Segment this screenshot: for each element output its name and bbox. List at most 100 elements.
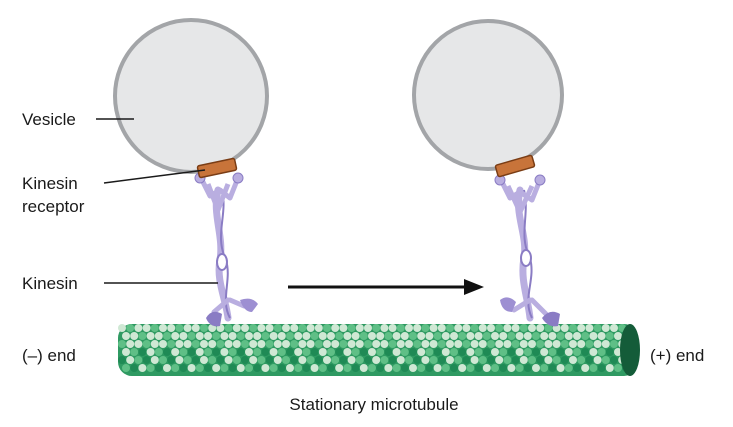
tubulin-dimer [351, 332, 360, 340]
tubulin-dimer [343, 348, 352, 356]
tubulin-dimer [163, 332, 171, 340]
tubulin-dimer [343, 364, 352, 372]
tubulin-dimer [503, 356, 512, 364]
tubulin-dimer [466, 332, 475, 340]
tubulin-dimer [269, 332, 278, 340]
tubulin-dimer [277, 348, 286, 356]
tubulin-dimer [528, 340, 536, 348]
tubulin-dimer [134, 340, 143, 348]
tubulin-dimer [569, 324, 577, 332]
tubulin-dimer [474, 364, 483, 372]
tubulin-dimer [413, 340, 422, 348]
tubulin-dimer [413, 356, 422, 364]
tubulin-dimer [224, 324, 233, 332]
tubulin-dimer [236, 332, 245, 340]
receptor-leader-line [103, 169, 206, 184]
tubulin-dimer [429, 324, 438, 332]
tubulin-dimer [536, 356, 545, 364]
tubulin-dimer [396, 324, 405, 332]
tubulin-dimer [171, 364, 180, 372]
tubulin-dimer [347, 324, 356, 332]
kinesin-label: Kinesin [22, 274, 78, 293]
minus-end-label: (–) end [22, 346, 76, 365]
tubulin-dimer [433, 364, 442, 372]
tubulin-dimer [351, 364, 360, 372]
tubulin-dimer [347, 340, 356, 348]
tubulin-dimer [593, 340, 602, 348]
tubulin-dimer [154, 332, 163, 340]
tubulin-dimer [228, 332, 237, 340]
tubulin-dimer [306, 324, 315, 332]
tubulin-dimer [470, 356, 479, 364]
tubulin-dimer [302, 364, 311, 372]
tubulin-dimer [323, 340, 331, 348]
tubulin-dimer [187, 348, 196, 356]
tubulin-dimer [364, 340, 372, 348]
tubulin-dimer [265, 356, 274, 364]
tubulin-dimer [126, 340, 135, 348]
tubulin-dimer [134, 324, 143, 332]
tubulin-dimer [150, 356, 159, 364]
tubulin-dimer [495, 356, 504, 364]
tubulin-dimer [614, 332, 622, 340]
direction-arrow [288, 279, 484, 295]
tubulin-dimer [175, 324, 184, 332]
tubulin-dimer [458, 348, 467, 356]
kinesin-neck-left [211, 297, 247, 315]
tubulin-dimer [519, 356, 528, 364]
tubulin-dimer [134, 356, 143, 364]
tubulin-dimer [441, 364, 450, 372]
tubulin-dimer [191, 324, 200, 332]
tubulin-dimer [335, 364, 344, 372]
tubulin-dimer [405, 356, 413, 364]
tubulin-dimer [528, 356, 536, 364]
tubulin-dimer [458, 332, 467, 340]
tubulin-dimer [454, 340, 463, 348]
tubulin-dimer [491, 364, 499, 372]
tubulin-dimer [610, 324, 618, 332]
tubulin-dimer [544, 324, 553, 332]
tubulin-dimer [290, 340, 299, 348]
tubulin-dimer [380, 356, 389, 364]
tubulin-dimer [249, 356, 258, 364]
tubulin-dimer [232, 340, 241, 348]
tubulin-dimer [224, 340, 233, 348]
kinesin-neck-right [511, 297, 551, 319]
tubulin-dimer [462, 356, 471, 364]
tubulin-dimer [409, 364, 417, 372]
tubulin-dimer [364, 356, 372, 364]
tubulin-dimer [593, 356, 602, 364]
tubulin-dimer [540, 364, 549, 372]
tubulin-dimer [601, 324, 610, 332]
tubulin-dimer [487, 324, 495, 332]
tubulin-dimer [458, 364, 467, 372]
tubulin-dimer [138, 348, 147, 356]
tubulin-dimer [454, 356, 463, 364]
tubulin-dimer [236, 348, 245, 356]
kinesin-light-chain-left [197, 174, 241, 213]
tubulin-dimer [433, 348, 442, 356]
tubulin-dimer [314, 324, 323, 332]
kinesin-tail-bulb2-right [534, 174, 546, 186]
tubulin-dimer [302, 332, 311, 340]
tubulin-dimer [306, 356, 315, 364]
tubulin-dimer [605, 332, 614, 340]
kinesin-head-leading-left [240, 298, 258, 312]
tubulin-dimer [482, 348, 491, 356]
tubulin-dimer [142, 356, 151, 364]
tubulin-dimer [224, 356, 233, 364]
tubulin-dimer [245, 348, 253, 356]
tubulin-dimer [323, 356, 331, 364]
tubulin-dimer [450, 364, 458, 372]
receptor-label-line2: receptor [22, 197, 85, 216]
tubulin-dimer [368, 348, 376, 356]
tubulin-dimer [347, 356, 356, 364]
tubulin-dimer [519, 340, 528, 348]
tubulin-dimer [286, 332, 294, 340]
tubulin-dimer [466, 364, 475, 372]
tubulin-dimer [446, 340, 454, 348]
tubulin-dimer [277, 364, 286, 372]
tubulin-dimer [249, 340, 258, 348]
tubulin-dimer [122, 364, 130, 372]
tubulin-dimer [380, 340, 389, 348]
